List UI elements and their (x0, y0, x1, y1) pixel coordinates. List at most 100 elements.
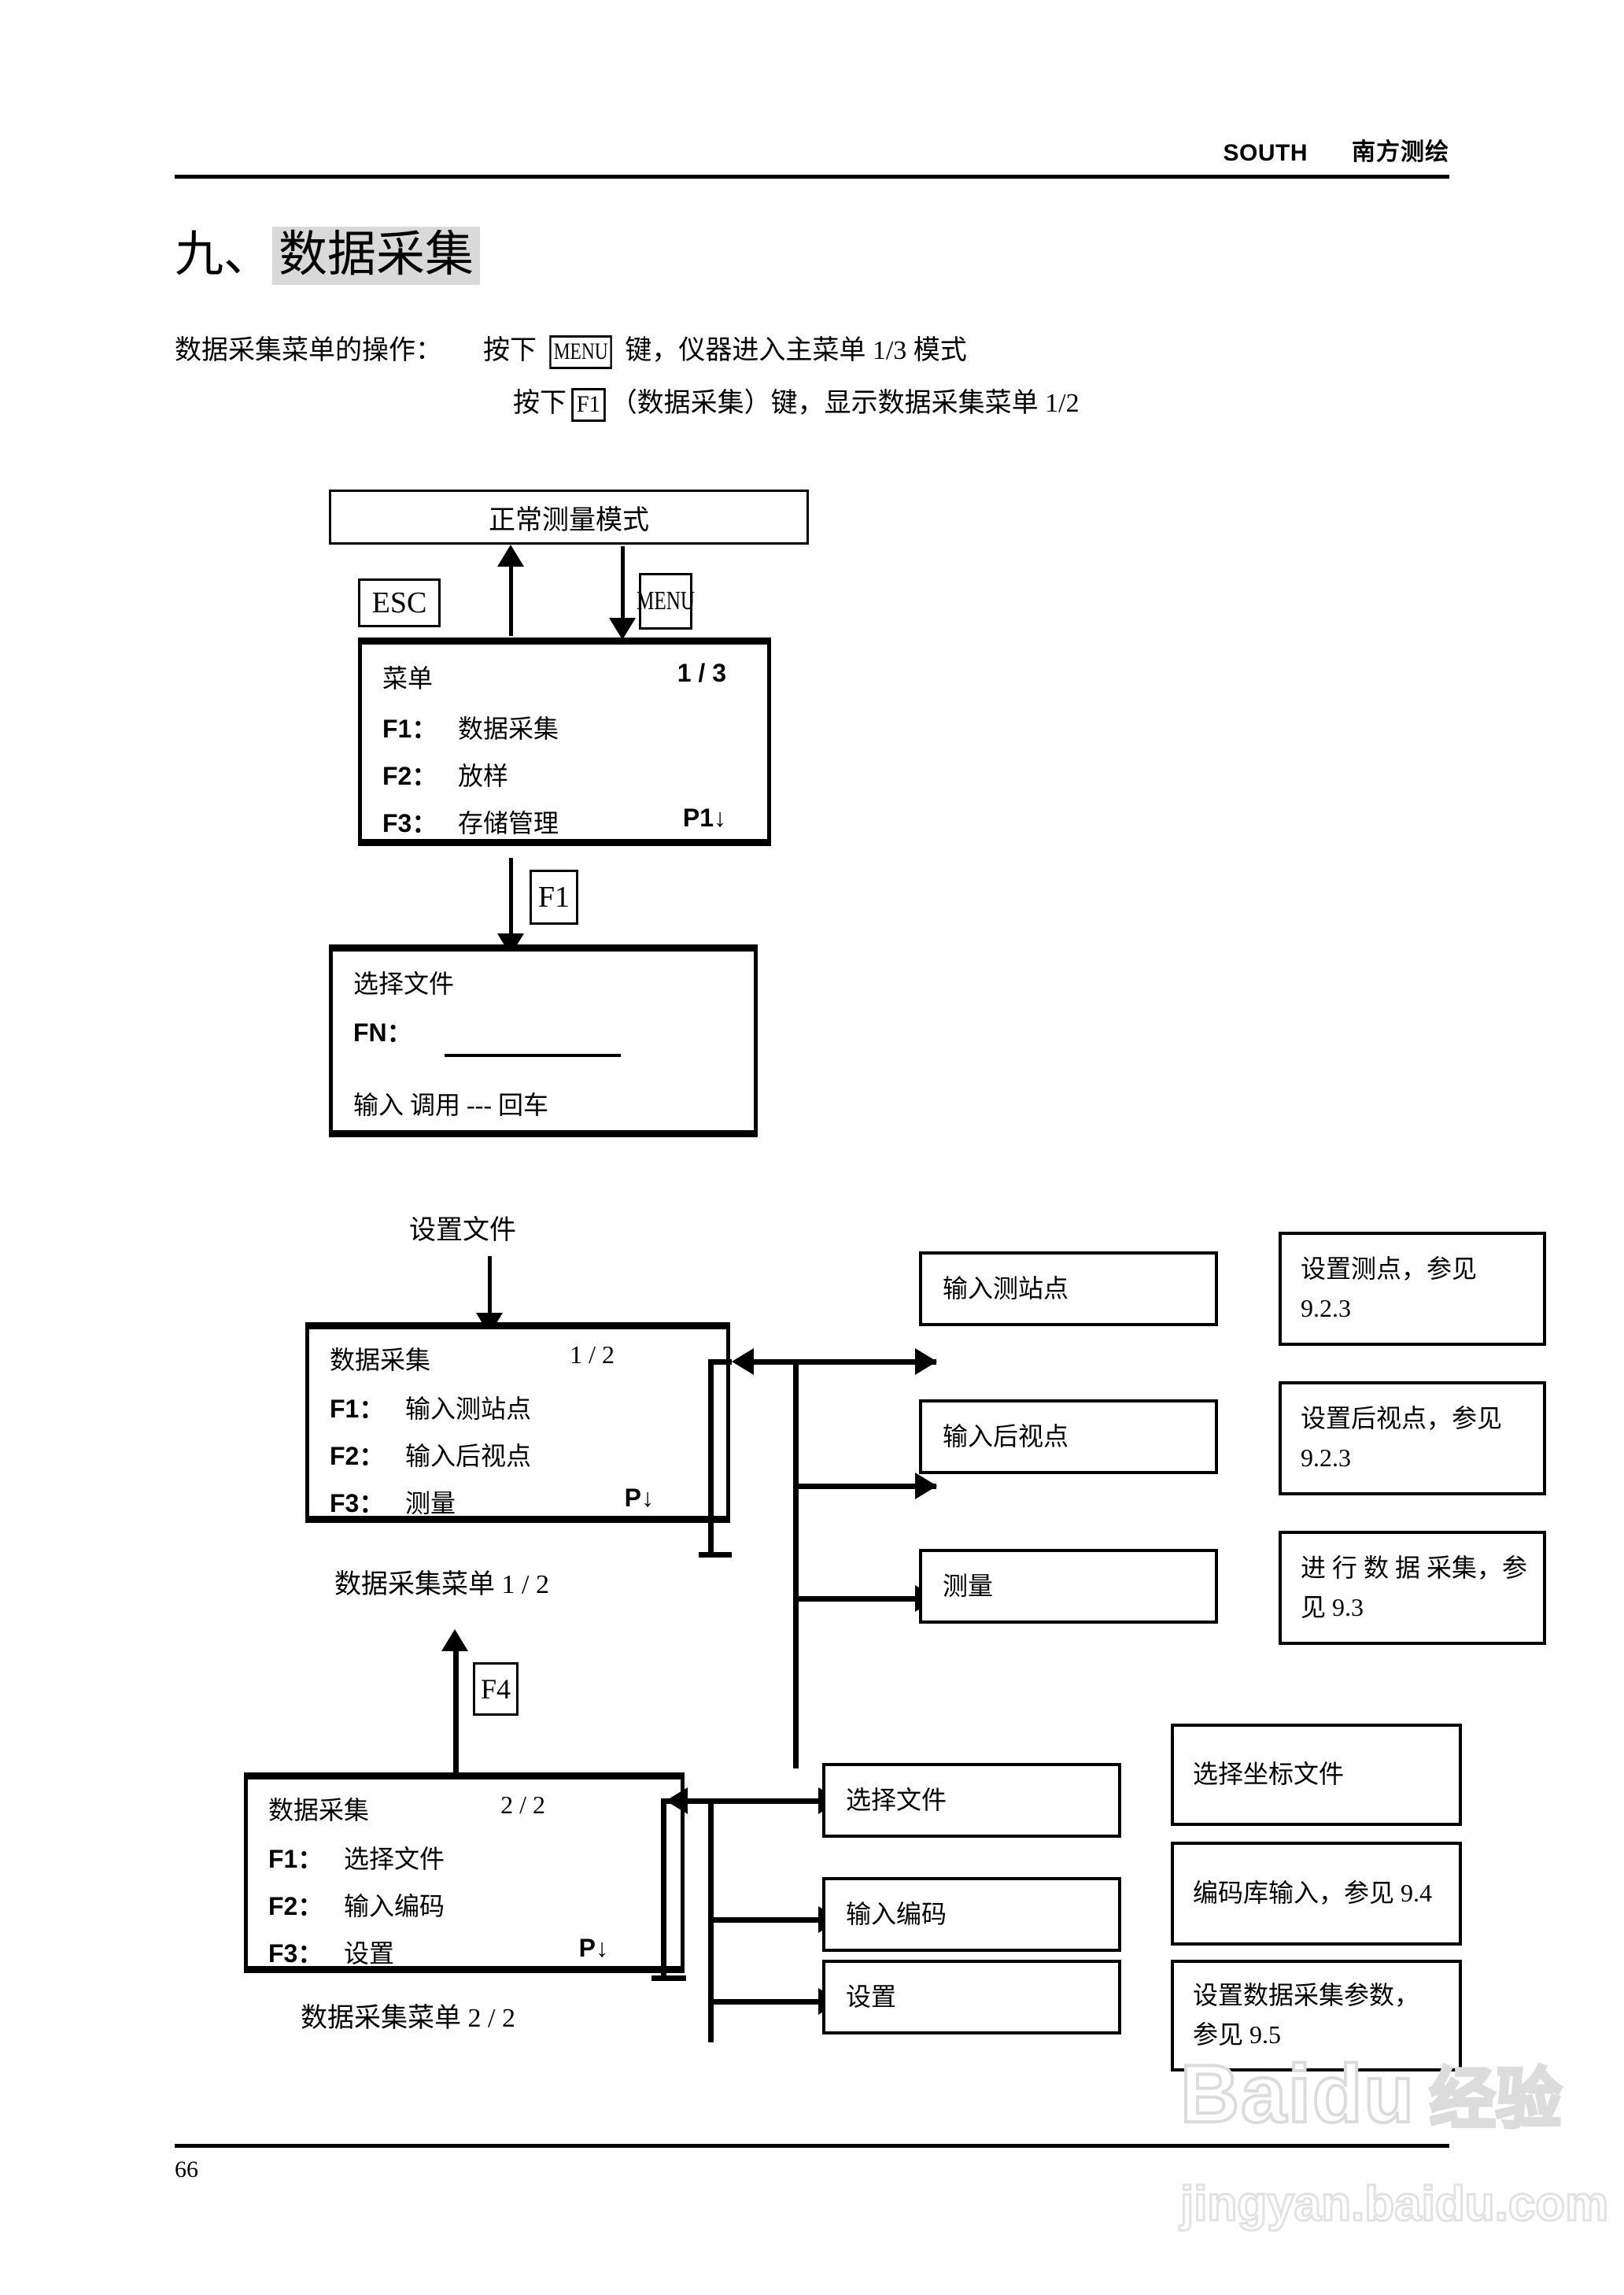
action-box-input-station[interactable]: 输入测站点 (919, 1251, 1218, 1326)
menu-1-3-title-row: 菜单 1 / 3 (382, 659, 750, 695)
intro-paragraph: 数据采集菜单的操作： 按下 MENU 键，仪器进入主菜单 1/3 模式 按下 F… (175, 329, 1080, 425)
f4-keycap: F4 (473, 1662, 519, 1716)
action-box-input-code[interactable]: 输入编码 (822, 1877, 1121, 1952)
section-title-highlight: 数据采集 (272, 227, 481, 285)
f4-arrow-shaft (453, 1635, 459, 1783)
collect-1-2-row-2[interactable]: F2： 输入后视点 (330, 1436, 709, 1473)
upper-return-bracket-top (708, 1359, 732, 1365)
collect-1-2-title-row: 数据采集 1 / 2 (330, 1340, 709, 1377)
f4-keycap-label: F4 (480, 1673, 511, 1705)
collect-1-2-f1-value: 输入测站点 (405, 1395, 532, 1423)
action-box-input-backsight[interactable]: 输入后视点 (919, 1399, 1218, 1474)
page-title: 九、数据采集 (175, 227, 481, 285)
collect-2-2-f1-key: F1： (268, 1845, 323, 1873)
action-box-input-station-label: 输入测站点 (943, 1274, 1069, 1303)
f1-arrow-shaft (509, 858, 513, 941)
note-box-set-station: 设置测点，参见 9.2.3 (1279, 1232, 1546, 1346)
menu-1-3-row-3[interactable]: F3： 存储管理 P1↓ (382, 804, 750, 840)
collect-1-2-caption: 数据采集菜单 1 / 2 (334, 1570, 549, 1599)
select-file-softkeys-row[interactable]: 输入 调用 --- 回车 (353, 1085, 736, 1122)
menu-arrow-head (609, 618, 636, 640)
menu-keycap-inline: MENU (549, 335, 613, 370)
upper-return-bracket-vline (708, 1359, 714, 1556)
page-header: SOUTH 南方测绘 (175, 132, 1449, 167)
action-box-settings[interactable]: 设置 (822, 1960, 1121, 2034)
collect-2-2-row-1[interactable]: F1： 选择文件 (268, 1839, 663, 1876)
intro-line-2: 按下 F1 （数据采集）键，显示数据采集菜单 1/2 (513, 382, 1080, 425)
menu-1-3-f1-value: 数据采集 (458, 715, 559, 743)
select-file-title: 选择文件 (353, 970, 455, 998)
f4-arrow-head-up (441, 1629, 468, 1651)
collect-2-2-caption: 数据采集菜单 2 / 2 (301, 2004, 515, 2033)
collect-2-2-branch-hline-1 (686, 1798, 840, 1804)
note-box-do-collection-text: 进 行 数 据 采集，参见 9.3 (1301, 1553, 1528, 1621)
collect-2-2-page-indicator: P↓ (578, 1934, 608, 1962)
select-file-fn-row[interactable]: FN： (353, 1013, 736, 1049)
menu-1-3-title: 菜单 (382, 664, 434, 693)
watermark: Baidu 经验 jingyan.baidu.com (1179, 2046, 1610, 2233)
menu-1-3-page: 1 / 3 (677, 659, 726, 687)
collect-1-2-return-arrow-head (732, 1348, 754, 1375)
section-number: 九、 (175, 228, 273, 282)
action-box-select-file[interactable]: 选择文件 (822, 1763, 1121, 1838)
esc-arrow-shaft (509, 551, 513, 636)
collect-1-2-f3-value: 测量 (405, 1489, 456, 1517)
normal-mode-box: 正常测量模式 (329, 490, 809, 545)
header-divider (175, 175, 1449, 179)
collect-2-2-f1-value: 选择文件 (344, 1845, 445, 1873)
action-box-input-backsight-label: 输入后视点 (943, 1422, 1069, 1451)
lower-return-bracket-top (661, 1798, 686, 1804)
intro-line1-post: 键，仪器进入主菜单 1/3 模式 (625, 336, 967, 365)
branch-arrow-head-1 (915, 1348, 937, 1375)
menu-1-3-row-1[interactable]: F1： 数据采集 (382, 709, 750, 745)
note-box-set-backsight-text: 设置后视点，参见 9.2.3 (1301, 1403, 1503, 1472)
footer-divider (175, 2144, 1449, 2148)
action-box-measure-label: 测量 (943, 1572, 994, 1601)
f1-keycap: F1 (530, 870, 578, 925)
collect-2-2-row-3[interactable]: F3： 设置 P↓ (268, 1934, 663, 1970)
note-box-select-coord-file-text: 选择坐标文件 (1193, 1760, 1345, 1789)
collect-1-2-page: 1 / 2 (570, 1340, 615, 1369)
fn-field-underline (445, 1054, 621, 1057)
menu-arrow-shaft (621, 546, 625, 625)
esc-keycap: ESC (358, 578, 441, 627)
lower-return-bracket-vline (661, 1798, 666, 1979)
action-box-input-code-label: 输入编码 (846, 1900, 947, 1929)
intro-line-1: 数据采集菜单的操作： 按下 MENU 键，仪器进入主菜单 1/3 模式 (175, 329, 1080, 372)
collect-1-2-f3-key: F3： (330, 1489, 385, 1517)
menu-keycap: MENU (637, 573, 695, 630)
esc-keycap-label: ESC (371, 586, 427, 619)
intro-lead: 数据采集菜单的操作： (175, 336, 442, 365)
note-box-code-library-text: 编码库输入，参见 9.4 (1193, 1879, 1433, 1908)
collect-2-2-title-row: 数据采集 2 / 2 (268, 1791, 663, 1827)
note-box-select-coord-file: 选择坐标文件 (1171, 1724, 1462, 1826)
menu-1-3-row-2[interactable]: F2： 放样 (382, 756, 750, 793)
collect-2-2-f2-value: 输入编码 (344, 1892, 445, 1920)
collect-2-2-f3-key: F3： (268, 1939, 323, 1968)
collect-1-2-f2-value: 输入后视点 (405, 1442, 532, 1470)
collect-1-2-screen: 数据采集 1 / 2 F1： 输入测站点 F2： 输入后视点 F3： 测量 P↓ (305, 1322, 730, 1523)
collect-1-2-row-3[interactable]: F3： 测量 P↓ (330, 1484, 709, 1520)
upper-return-bracket-bottom (699, 1552, 732, 1558)
f1-keycap-label: F1 (537, 881, 570, 914)
collect-2-2-branch-hline-3 (708, 1999, 840, 2005)
brand-name-en: SOUTH (1223, 140, 1308, 166)
collect-2-2-page: 2 / 2 (500, 1791, 545, 1819)
action-box-settings-label: 设置 (846, 1983, 897, 2012)
collect-2-2-branch-hline-2 (708, 1917, 840, 1923)
menu-1-3-f1-key: F1： (382, 715, 437, 743)
action-box-select-file-label: 选择文件 (846, 1786, 947, 1815)
menu-1-3-page-indicator: P1↓ (682, 804, 726, 832)
action-box-measure[interactable]: 测量 (919, 1549, 1218, 1624)
menu-1-3-f3-value: 存储管理 (458, 809, 559, 837)
collect-2-2-row-2[interactable]: F2： 输入编码 (268, 1887, 663, 1923)
collect-1-2-row-1[interactable]: F1： 输入测站点 (330, 1389, 709, 1425)
fn-field-label: FN： (353, 1018, 412, 1047)
collect-2-2-f3-value: 设置 (344, 1939, 395, 1968)
intro-line2-pre: 按下 (513, 389, 567, 419)
set-file-arrow-shaft (488, 1256, 492, 1321)
select-file-screen: 选择文件 FN： 输入 调用 --- 回车 (329, 944, 758, 1137)
note-box-do-collection: 进 行 数 据 采集，参见 9.3 (1279, 1531, 1546, 1645)
menu-1-3-f2-value: 放样 (458, 762, 509, 790)
intro-line1-pre: 按下 (483, 336, 537, 365)
